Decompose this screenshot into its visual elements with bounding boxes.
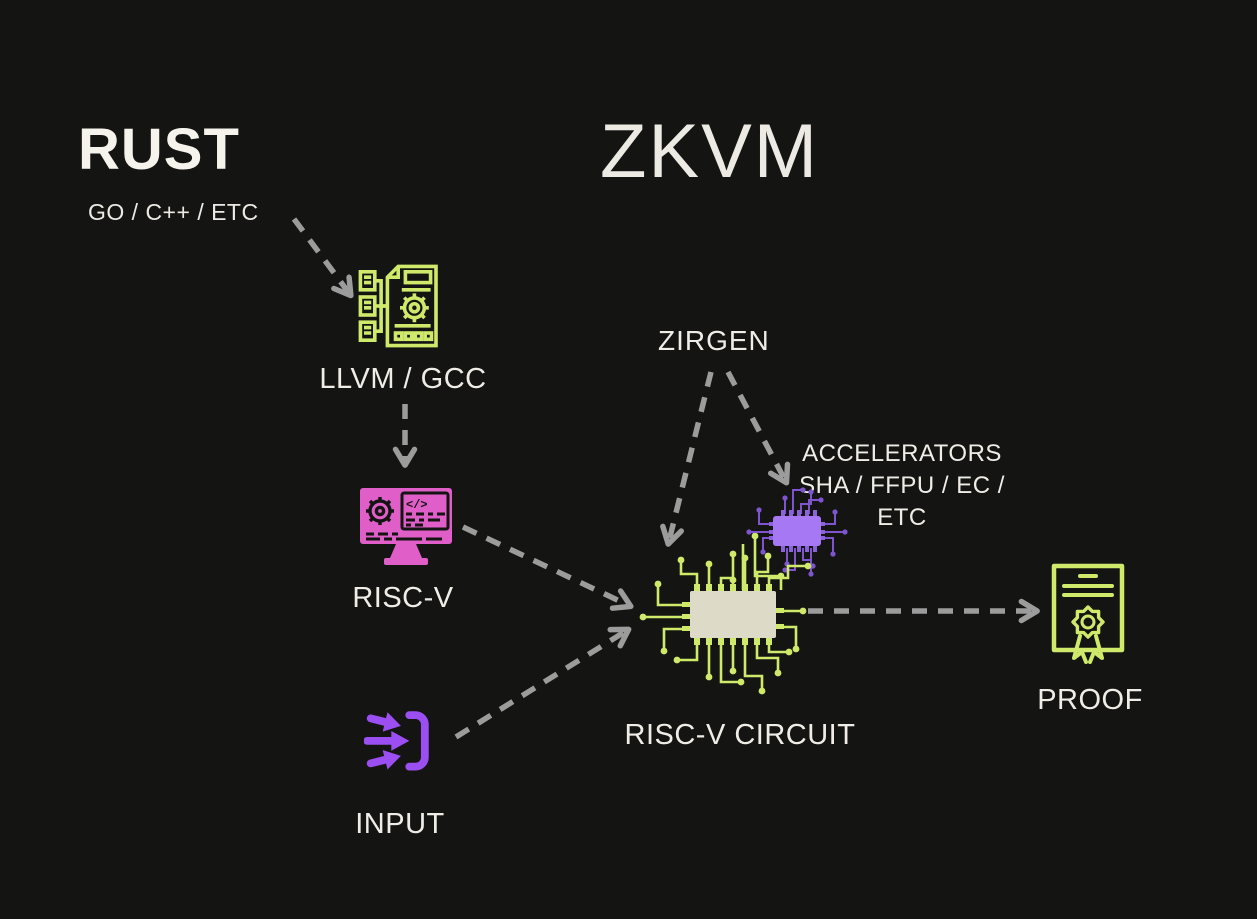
proof-label: PROOF bbox=[1037, 684, 1143, 716]
zirgen-label: ZIRGEN bbox=[658, 325, 770, 356]
svg-text:</>: </> bbox=[406, 498, 428, 512]
accelerators-label: ACCELERATORS SHA / FFPU / EC / ETC bbox=[770, 438, 1034, 534]
input-label: INPUT bbox=[355, 808, 445, 840]
small-chip-icon bbox=[741, 487, 848, 590]
llvm-label: LLVM / GCC bbox=[319, 363, 487, 395]
rust-languages-subtitle: GO / C++ / ETC bbox=[88, 199, 259, 225]
edge-input-to-circuit bbox=[454, 626, 632, 740]
certificate-ribbon-icon bbox=[1051, 563, 1125, 664]
accelerators-label-line3: ETC bbox=[877, 504, 927, 531]
circuit-chip-icon bbox=[639, 550, 812, 695]
compiler-document-gear-icon bbox=[358, 264, 438, 348]
zkvm-title: ZKVM bbox=[600, 109, 820, 194]
accelerators-label-line1: ACCELERATORS bbox=[802, 440, 1002, 467]
accelerators-label-line2: SHA / FFPU / EC / bbox=[799, 472, 1005, 499]
monitor-gear-code-icon: </> bbox=[360, 488, 452, 565]
edge-languages-to-llvm bbox=[291, 217, 354, 299]
rust-title: RUST bbox=[78, 117, 240, 182]
edge-zirgen-to-circuit bbox=[660, 371, 714, 547]
circuit-label: RISC-V CIRCUIT bbox=[624, 719, 856, 751]
input-arrows-bracket-icon bbox=[364, 711, 429, 771]
riscv-label: RISC-V bbox=[352, 582, 454, 614]
